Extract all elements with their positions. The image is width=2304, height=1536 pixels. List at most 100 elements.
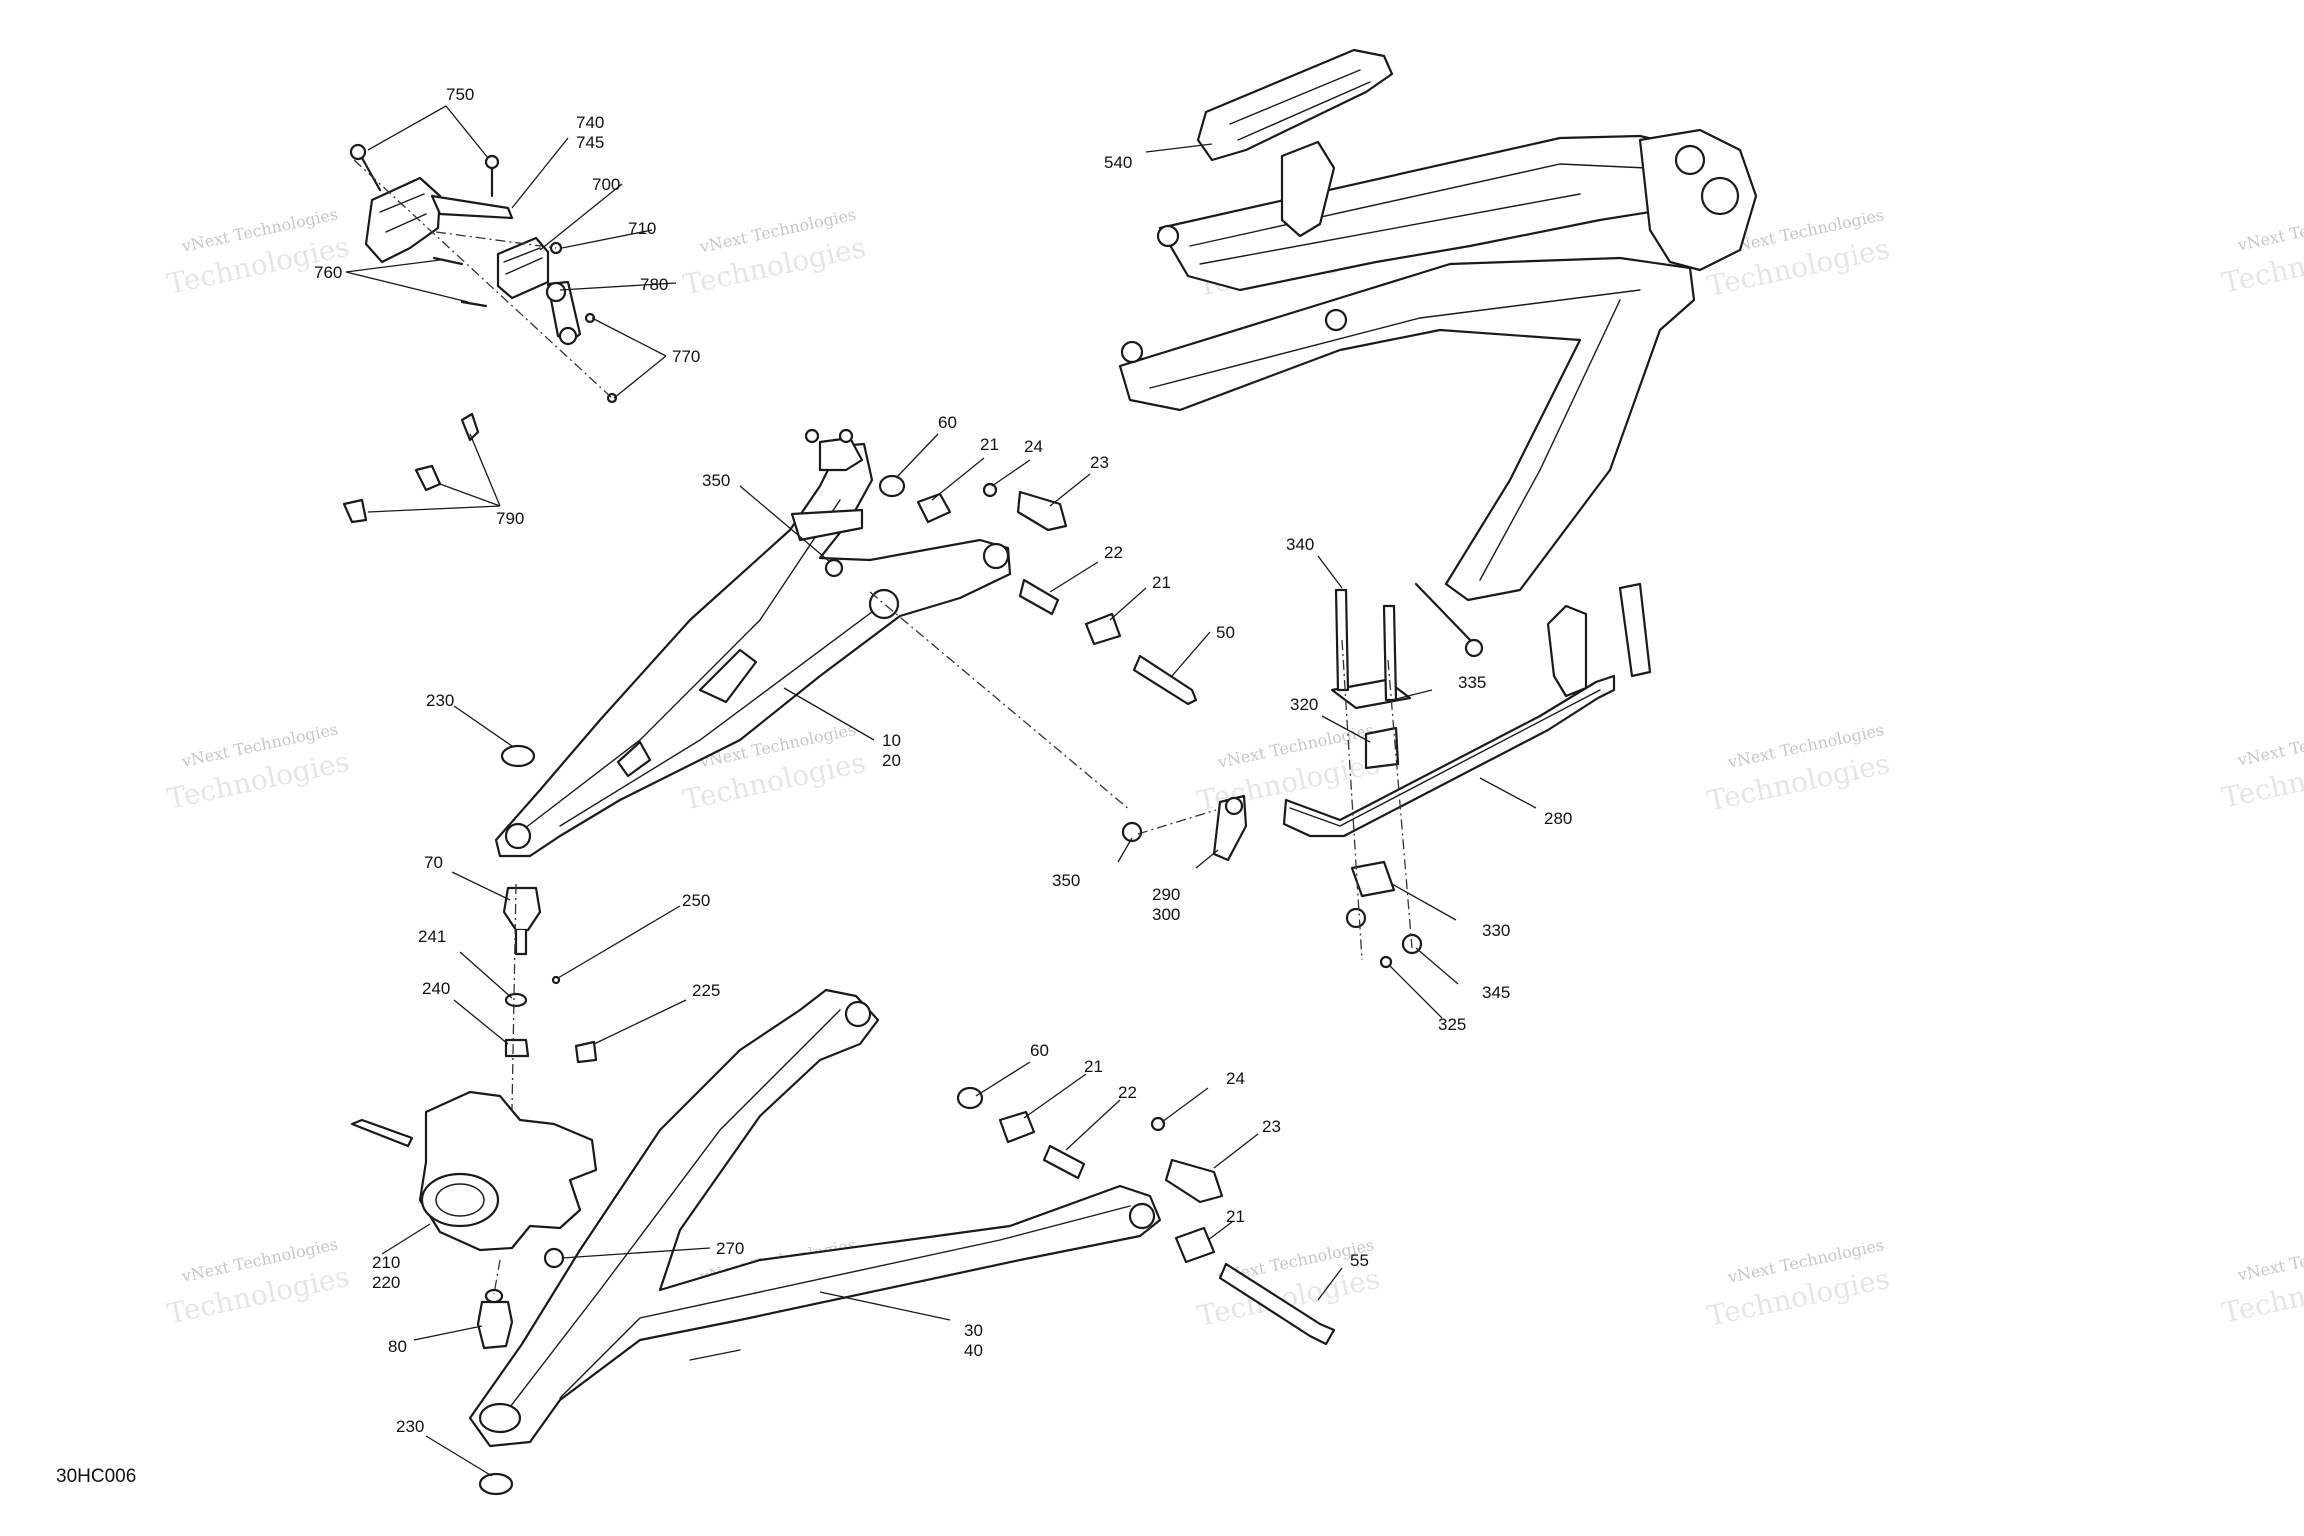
callout-335: 335 [1458, 673, 1486, 692]
callout-700: 700 [592, 175, 620, 194]
ball-joint-80 [476, 1300, 514, 1350]
clip-group-790 [342, 412, 480, 524]
washer-60-b [956, 1086, 984, 1110]
nut-270 [543, 1247, 565, 1269]
watermark: vNext Technologies Technologies [2219, 718, 2304, 815]
callout-325: 325 [1438, 1015, 1466, 1034]
callout-40: 40 [964, 1341, 983, 1360]
watermark: vNext Technologies Technologies [164, 1234, 352, 1330]
circlip-230-lower [478, 1472, 514, 1496]
sway-link-bracket [790, 508, 864, 542]
bolt-55 [1218, 1262, 1336, 1346]
callout-240: 240 [422, 979, 450, 998]
clip-790-b [414, 464, 442, 492]
callout-80: 80 [388, 1337, 407, 1356]
callout-24-a: 24 [1024, 437, 1043, 456]
callout-350-b: 350 [1052, 871, 1080, 890]
knuckle-bore [420, 1172, 500, 1228]
callout-10: 10 [882, 731, 901, 750]
watermark: vNext Technologies Technologies [1704, 1235, 1892, 1333]
nut-345-a [1345, 907, 1367, 929]
lower-a-arm [468, 988, 1336, 1496]
callout-22-a: 22 [1104, 543, 1123, 562]
nut-350-lower [1121, 821, 1143, 843]
svg-text:vNext Technologies: vNext Technologies [2235, 718, 2304, 770]
watermark: vNext Technologies Technologies [164, 204, 352, 300]
callout-345: 345 [1482, 983, 1510, 1002]
clip-790-a [460, 412, 480, 442]
ball-joint-socket-upper [504, 822, 532, 850]
nut-240 [504, 1038, 530, 1058]
callout-320: 320 [1290, 695, 1318, 714]
ball-joint-socket-lower [478, 1402, 522, 1434]
leader-lines [345, 105, 1537, 1477]
callout-50: 50 [1216, 623, 1235, 642]
callout-350-a: 350 [702, 471, 730, 490]
bolt-325 [1379, 955, 1393, 969]
callout-740: 740 [576, 113, 604, 132]
ball-joint-70 [502, 886, 542, 932]
callout-55: 55 [1350, 1251, 1369, 1270]
end-link-rear-b [1618, 582, 1652, 678]
watermark: vNext Technologies Technologies [1704, 720, 1892, 818]
callout-20: 20 [882, 751, 901, 770]
upper-a-arm [494, 428, 1198, 858]
bolt-340-b [1382, 604, 1398, 702]
hub-knuckle-rear [1638, 128, 1758, 272]
svg-text:vNext Technologies: vNext Technologies [2235, 203, 2304, 255]
sway-bar [1282, 674, 1616, 838]
plate-23-a [1016, 490, 1068, 532]
end-link-rear [1546, 604, 1588, 698]
cotter-241 [551, 975, 561, 985]
knuckle-210 [418, 1090, 598, 1252]
nut-24-b [1150, 1116, 1166, 1132]
upper-a-arm-body [494, 442, 1012, 858]
nut-24-a [982, 482, 998, 498]
callout-220: 220 [372, 1273, 400, 1292]
callout-21-d: 21 [1226, 1207, 1245, 1226]
callout-710: 710 [628, 219, 656, 238]
callout-745: 745 [576, 133, 604, 152]
diagram-id: 30HC006 [56, 1466, 136, 1487]
bolt-750-a-shank [360, 156, 382, 192]
spacer-22-b [1042, 1144, 1086, 1180]
ride-height-sensor [496, 236, 550, 300]
clip-790-c [342, 498, 368, 524]
callout-210: 210 [372, 1253, 400, 1272]
lower-trailing-arm [1118, 256, 1696, 602]
callout-21-b: 21 [1152, 573, 1171, 592]
callout-225: 225 [692, 981, 720, 1000]
bolt-750-a [349, 143, 367, 161]
callout-780: 780 [640, 275, 668, 294]
callout-250: 250 [682, 891, 710, 910]
bushing-21-a [916, 492, 952, 524]
shock-mount-bracket [1280, 140, 1336, 238]
callout-70: 70 [424, 853, 443, 872]
sleeve-225 [574, 1040, 598, 1064]
callout-540: 540 [1104, 153, 1132, 172]
spacer-22-a [1018, 578, 1060, 616]
sensor-bracket-assembly [349, 143, 618, 404]
sway-bar-assembly [1121, 582, 1652, 969]
callout-21-c: 21 [1084, 1057, 1103, 1076]
callout-790: 790 [496, 509, 524, 528]
watermark: vNext Technologies Technologies [2219, 1233, 2304, 1330]
watermark: vNext Technologies Technologies [164, 719, 352, 815]
washer-60-a [878, 474, 906, 498]
screw-760-a [432, 256, 464, 266]
callout-770: 770 [672, 347, 700, 366]
callout-230-b: 230 [396, 1417, 424, 1436]
watermark: vNext Technologies Technologies [680, 205, 868, 302]
watermark: vNext Technologies Technologies [2219, 203, 2304, 300]
skid-plate-540 [1196, 48, 1394, 162]
sway-bar-bracket-330 [1350, 860, 1396, 898]
callout-60-b: 60 [1030, 1041, 1049, 1060]
bushing-21-b [1084, 612, 1122, 646]
callout-750: 750 [446, 85, 474, 104]
callout-280: 280 [1544, 809, 1572, 828]
callout-21-a: 21 [980, 435, 999, 454]
sensor-bracket-arm [430, 194, 514, 220]
sensor-bracket [364, 176, 442, 264]
bushing-21-c [998, 1110, 1036, 1144]
